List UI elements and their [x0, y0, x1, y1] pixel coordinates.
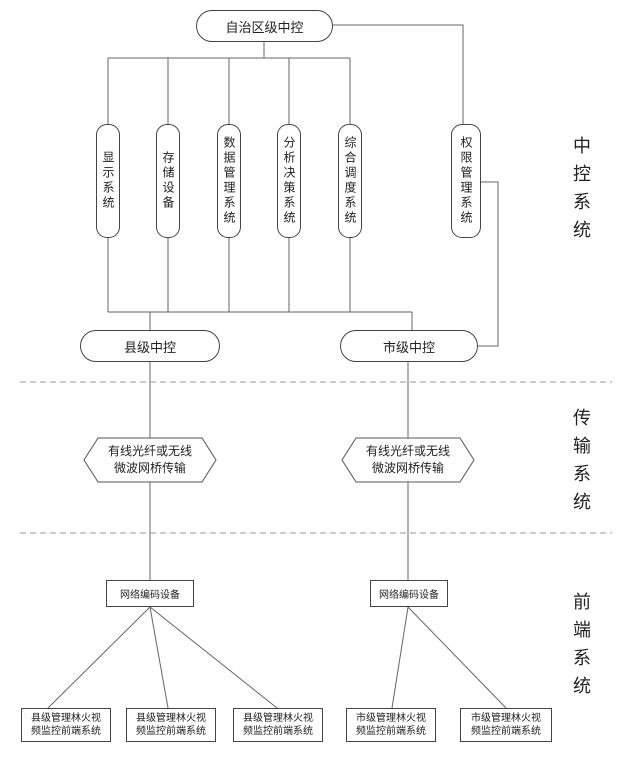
city-transmission-label: 有线光纤或无线 微波网桥传输	[346, 438, 470, 482]
city-frontend-2[interactable]: 市级管理林火视 频监控前端系统	[460, 708, 552, 742]
module-storage-label: 存储设备	[161, 151, 175, 211]
county-transmission-label: 有线光纤或无线 微波网桥传输	[88, 438, 212, 482]
city-frontend-1[interactable]: 市级管理林火视 频监控前端系统	[346, 708, 436, 742]
section-label-frontend: 前端系统	[570, 592, 591, 704]
city-frontend-2-line2: 频监控前端系统	[471, 726, 541, 737]
module-analysis-label: 分析决策系统	[282, 136, 296, 226]
county-frontend-2[interactable]: 县级管理林火视 频监控前端系统	[126, 708, 216, 742]
county-transmission-shape	[83, 437, 217, 483]
module-display-label: 显示系统	[101, 151, 115, 211]
section-label-transmission: 传输系统	[570, 408, 591, 520]
county-frontend-3-line2: 频监控前端系统	[243, 726, 313, 737]
city-frontend-1-line2: 频监控前端系统	[356, 726, 426, 737]
county-encoder-node[interactable]: 网络编码设备	[106, 580, 194, 607]
county-frontend-1-line1: 县级管理林火视	[31, 712, 101, 724]
county-encoder-label: 网络编码设备	[120, 590, 180, 601]
county-frontend-2-line1: 县级管理林火视	[136, 712, 206, 724]
module-permission-management[interactable]: 权限管理系统	[451, 124, 481, 238]
module-data-management[interactable]: 数据管理系统	[217, 124, 241, 238]
city-frontend-1-line1: 市级管理林火视	[356, 712, 426, 724]
city-encoder-node[interactable]: 网络编码设备	[370, 580, 448, 607]
county-control-node[interactable]: 县级中控	[80, 330, 220, 362]
central-control-node[interactable]: 自治区级中控	[196, 10, 333, 42]
county-frontend-2-line2: 频监控前端系统	[136, 726, 206, 737]
county-transmission-line2: 微波网桥传输	[113, 461, 186, 475]
module-data-label: 数据管理系统	[222, 136, 236, 226]
city-transmission-line2: 微波网桥传输	[371, 461, 444, 475]
module-display-system[interactable]: 显示系统	[96, 124, 120, 238]
county-frontend-1-line2: 频监控前端系统	[31, 726, 101, 737]
city-frontend-2-line1: 市级管理林火视	[471, 712, 541, 724]
county-frontend-3[interactable]: 县级管理林火视 频监控前端系统	[233, 708, 323, 742]
city-control-node[interactable]: 市级中控	[340, 330, 478, 362]
city-transmission-shape	[341, 437, 475, 483]
county-frontend-3-line1: 县级管理林火视	[243, 712, 313, 724]
module-analysis-decision[interactable]: 分析决策系统	[277, 124, 301, 238]
city-transmission-line1: 有线光纤或无线	[365, 443, 450, 458]
county-control-label: 县级中控	[123, 340, 176, 356]
module-storage-device[interactable]: 存储设备	[156, 124, 180, 238]
section-label-control: 中控系统	[570, 136, 591, 248]
module-dispatch-label: 综合调度系统	[343, 136, 357, 226]
module-permission-label: 权限管理系统	[459, 136, 473, 226]
county-transmission-line1: 有线光纤或无线	[107, 443, 192, 458]
city-encoder-label: 网络编码设备	[379, 590, 439, 601]
central-control-label: 自治区级中控	[225, 20, 304, 36]
county-frontend-1[interactable]: 县级管理林火视 频监控前端系统	[21, 708, 111, 742]
module-dispatch-system[interactable]: 综合调度系统	[338, 124, 362, 238]
city-control-label: 市级中控	[382, 340, 435, 356]
